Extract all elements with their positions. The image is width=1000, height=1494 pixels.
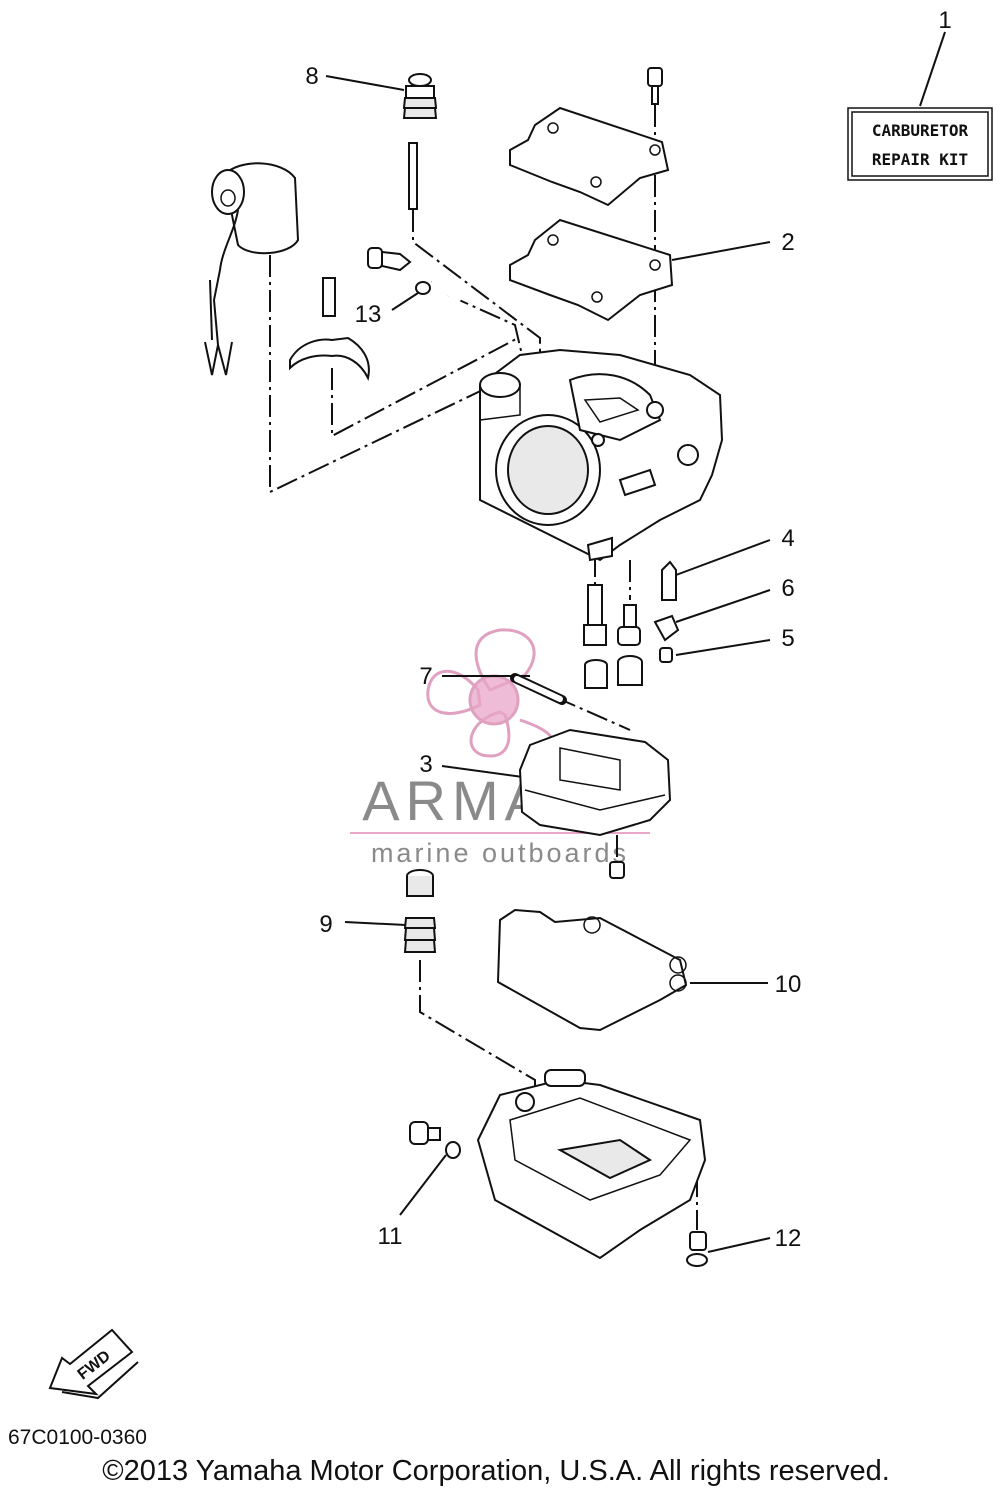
callout-11: 11 [378,1223,403,1250]
callout-13: 13 [355,301,382,328]
choke-solenoid [204,162,300,376]
part-13-pilot-screw [367,247,461,302]
callout-6: 6 [781,575,794,602]
callout-12: 12 [775,1225,802,1252]
callout-numbers: 1 2 3 4 5 6 7 8 9 10 11 12 13 [305,7,951,1252]
carburetor-body [479,348,724,562]
callout-3: 3 [419,751,432,778]
callout-10: 10 [775,971,802,998]
callout-1: 1 [938,7,951,34]
callout-5: 5 [781,625,794,652]
jets-and-needle-valve [510,560,680,705]
kit-label-line2: REPAIR KIT [872,150,968,169]
callout-7: 7 [419,663,432,690]
kit-label-line1: CARBURETOR [872,121,969,140]
callout-2: 2 [781,229,794,256]
callout-4: 4 [781,525,794,552]
part-9-spring-plug [403,869,437,953]
repair-kit-box: CARBURETOR REPAIR KIT [847,107,993,181]
part-3-float [518,728,672,879]
callout-8: 8 [305,63,318,90]
diagram-code: 67C0100-0360 [8,1426,147,1449]
fwd-arrow-icon: FWD [48,1328,139,1400]
part-2-cover-plates [509,67,674,322]
float-bowl [409,1069,708,1267]
part-8-spring-cap [402,73,438,210]
propeller-logo-icon [426,628,555,758]
part-10-gasket [496,908,688,1032]
copyright-notice: ©2013 Yamaha Motor Corporation, U.S.A. A… [102,1455,890,1487]
choke-lever-bracket [289,277,370,381]
watermark-tagline: marine outboards [371,838,629,868]
callout-9: 9 [319,911,332,938]
